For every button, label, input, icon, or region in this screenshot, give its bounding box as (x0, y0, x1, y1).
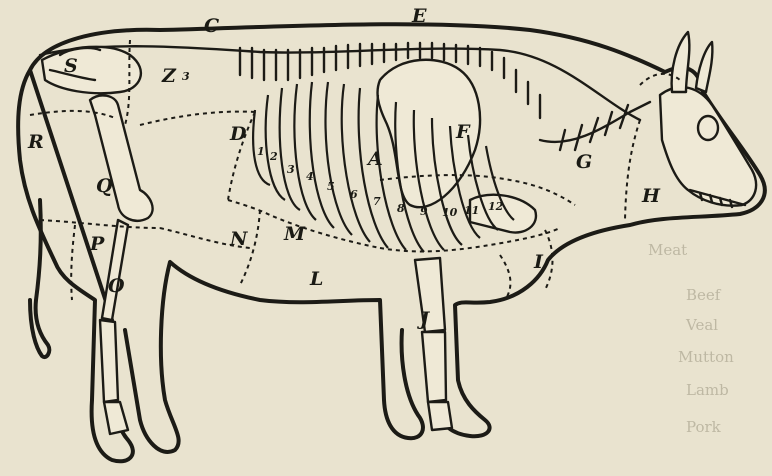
ghost-text-pork: Pork (686, 418, 722, 436)
label-J: J (417, 308, 431, 330)
rib-number-3: 3 (287, 163, 295, 176)
label-N: N (229, 228, 248, 250)
label-S: S (64, 55, 78, 77)
rib-number-4: 4 (306, 170, 314, 183)
tail (30, 200, 49, 357)
label-A: A (366, 148, 383, 170)
hind-hoof-bones (104, 402, 128, 434)
rib-number-7: 7 (373, 195, 381, 208)
fore-metacarpal (422, 332, 446, 402)
rib-number-12: 12 (488, 200, 504, 213)
hind-femur (90, 95, 153, 220)
label-I: I (533, 251, 544, 273)
hind-tibia (102, 220, 128, 320)
fore-hoof-bones (428, 402, 452, 430)
label-R: R (27, 131, 44, 153)
label-F: F (455, 121, 471, 143)
rib-number-2: 2 (269, 150, 278, 163)
ghost-text-mutton: Mutton (678, 348, 734, 366)
hind-metatarsal (100, 320, 118, 402)
rib-number-11: 11 (464, 204, 479, 217)
horn-right (696, 42, 712, 92)
label-z3: 3 (182, 70, 190, 83)
label-H: H (641, 185, 661, 207)
label-P: P (89, 233, 105, 255)
rib-number-5: 5 (327, 180, 335, 193)
label-D: D (229, 123, 247, 145)
ghost-text-beef: Beef (686, 286, 722, 304)
horn-left (672, 32, 690, 92)
rib-number-9: 9 (420, 205, 428, 218)
label-L: L (309, 268, 323, 290)
label-C: C (204, 15, 219, 37)
ghost-text-veal: Veal (685, 316, 718, 334)
ghost-text-meat: Meat (648, 241, 687, 259)
rib-number-1: 1 (257, 145, 265, 158)
label-G: G (576, 151, 592, 173)
rib-number-8: 8 (397, 202, 405, 215)
label-Z: Z (161, 65, 177, 87)
ghost-text-lamb: Lamb (686, 381, 729, 399)
label-M: M (283, 223, 306, 245)
rib-number-10: 10 (442, 206, 458, 219)
pelvis-bone (42, 47, 141, 93)
label-Q: Q (96, 175, 113, 197)
label-E: E (411, 5, 427, 27)
label-O: O (108, 275, 125, 297)
rib-number-6: 6 (350, 188, 358, 201)
